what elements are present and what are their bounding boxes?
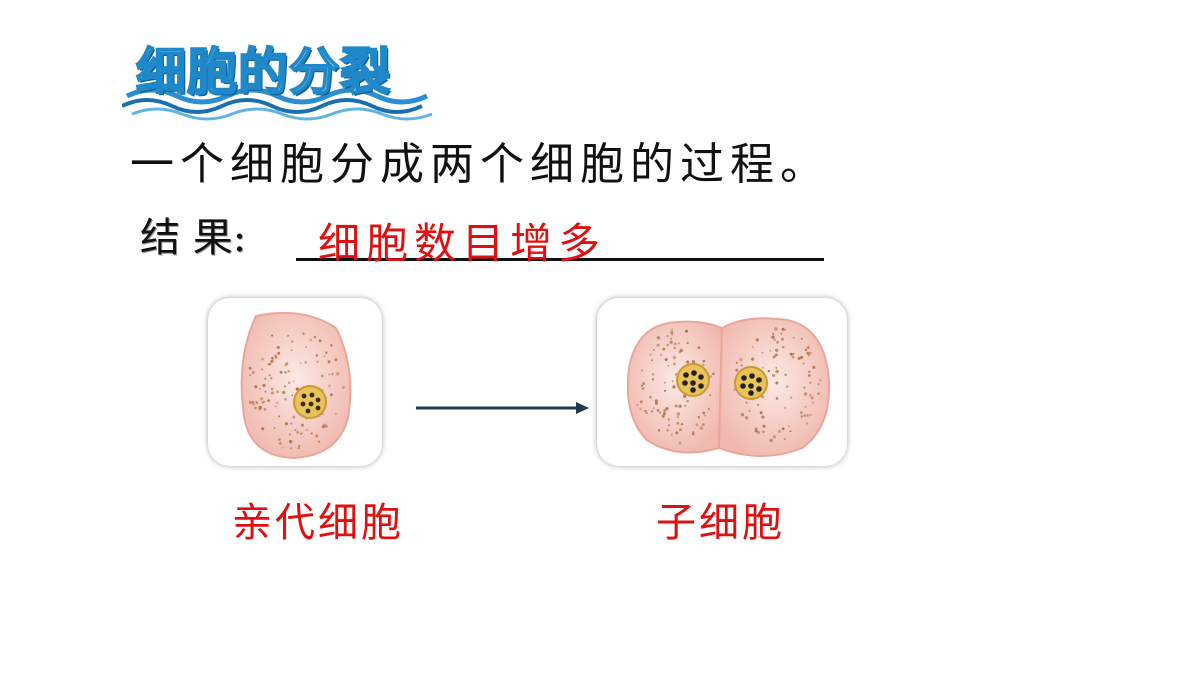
- slide-title: 细胞的分裂: [135, 42, 391, 102]
- daughter-cells-image: [597, 298, 847, 466]
- answer-underline: [296, 258, 824, 261]
- result-label: 结 果:: [140, 215, 247, 261]
- daughter-cell-caption: 子细胞: [656, 500, 785, 546]
- wave-decoration: [122, 87, 433, 121]
- result-answer: 细胞数目增多: [318, 219, 607, 268]
- arrow-icon: [416, 402, 589, 414]
- definition-text: 一个细胞分成两个细胞的过程。: [130, 139, 830, 190]
- parent-cell-caption: 亲代细胞: [232, 500, 404, 546]
- parent-cell-image: [208, 298, 382, 466]
- title-block: 细胞的分裂: [122, 28, 442, 121]
